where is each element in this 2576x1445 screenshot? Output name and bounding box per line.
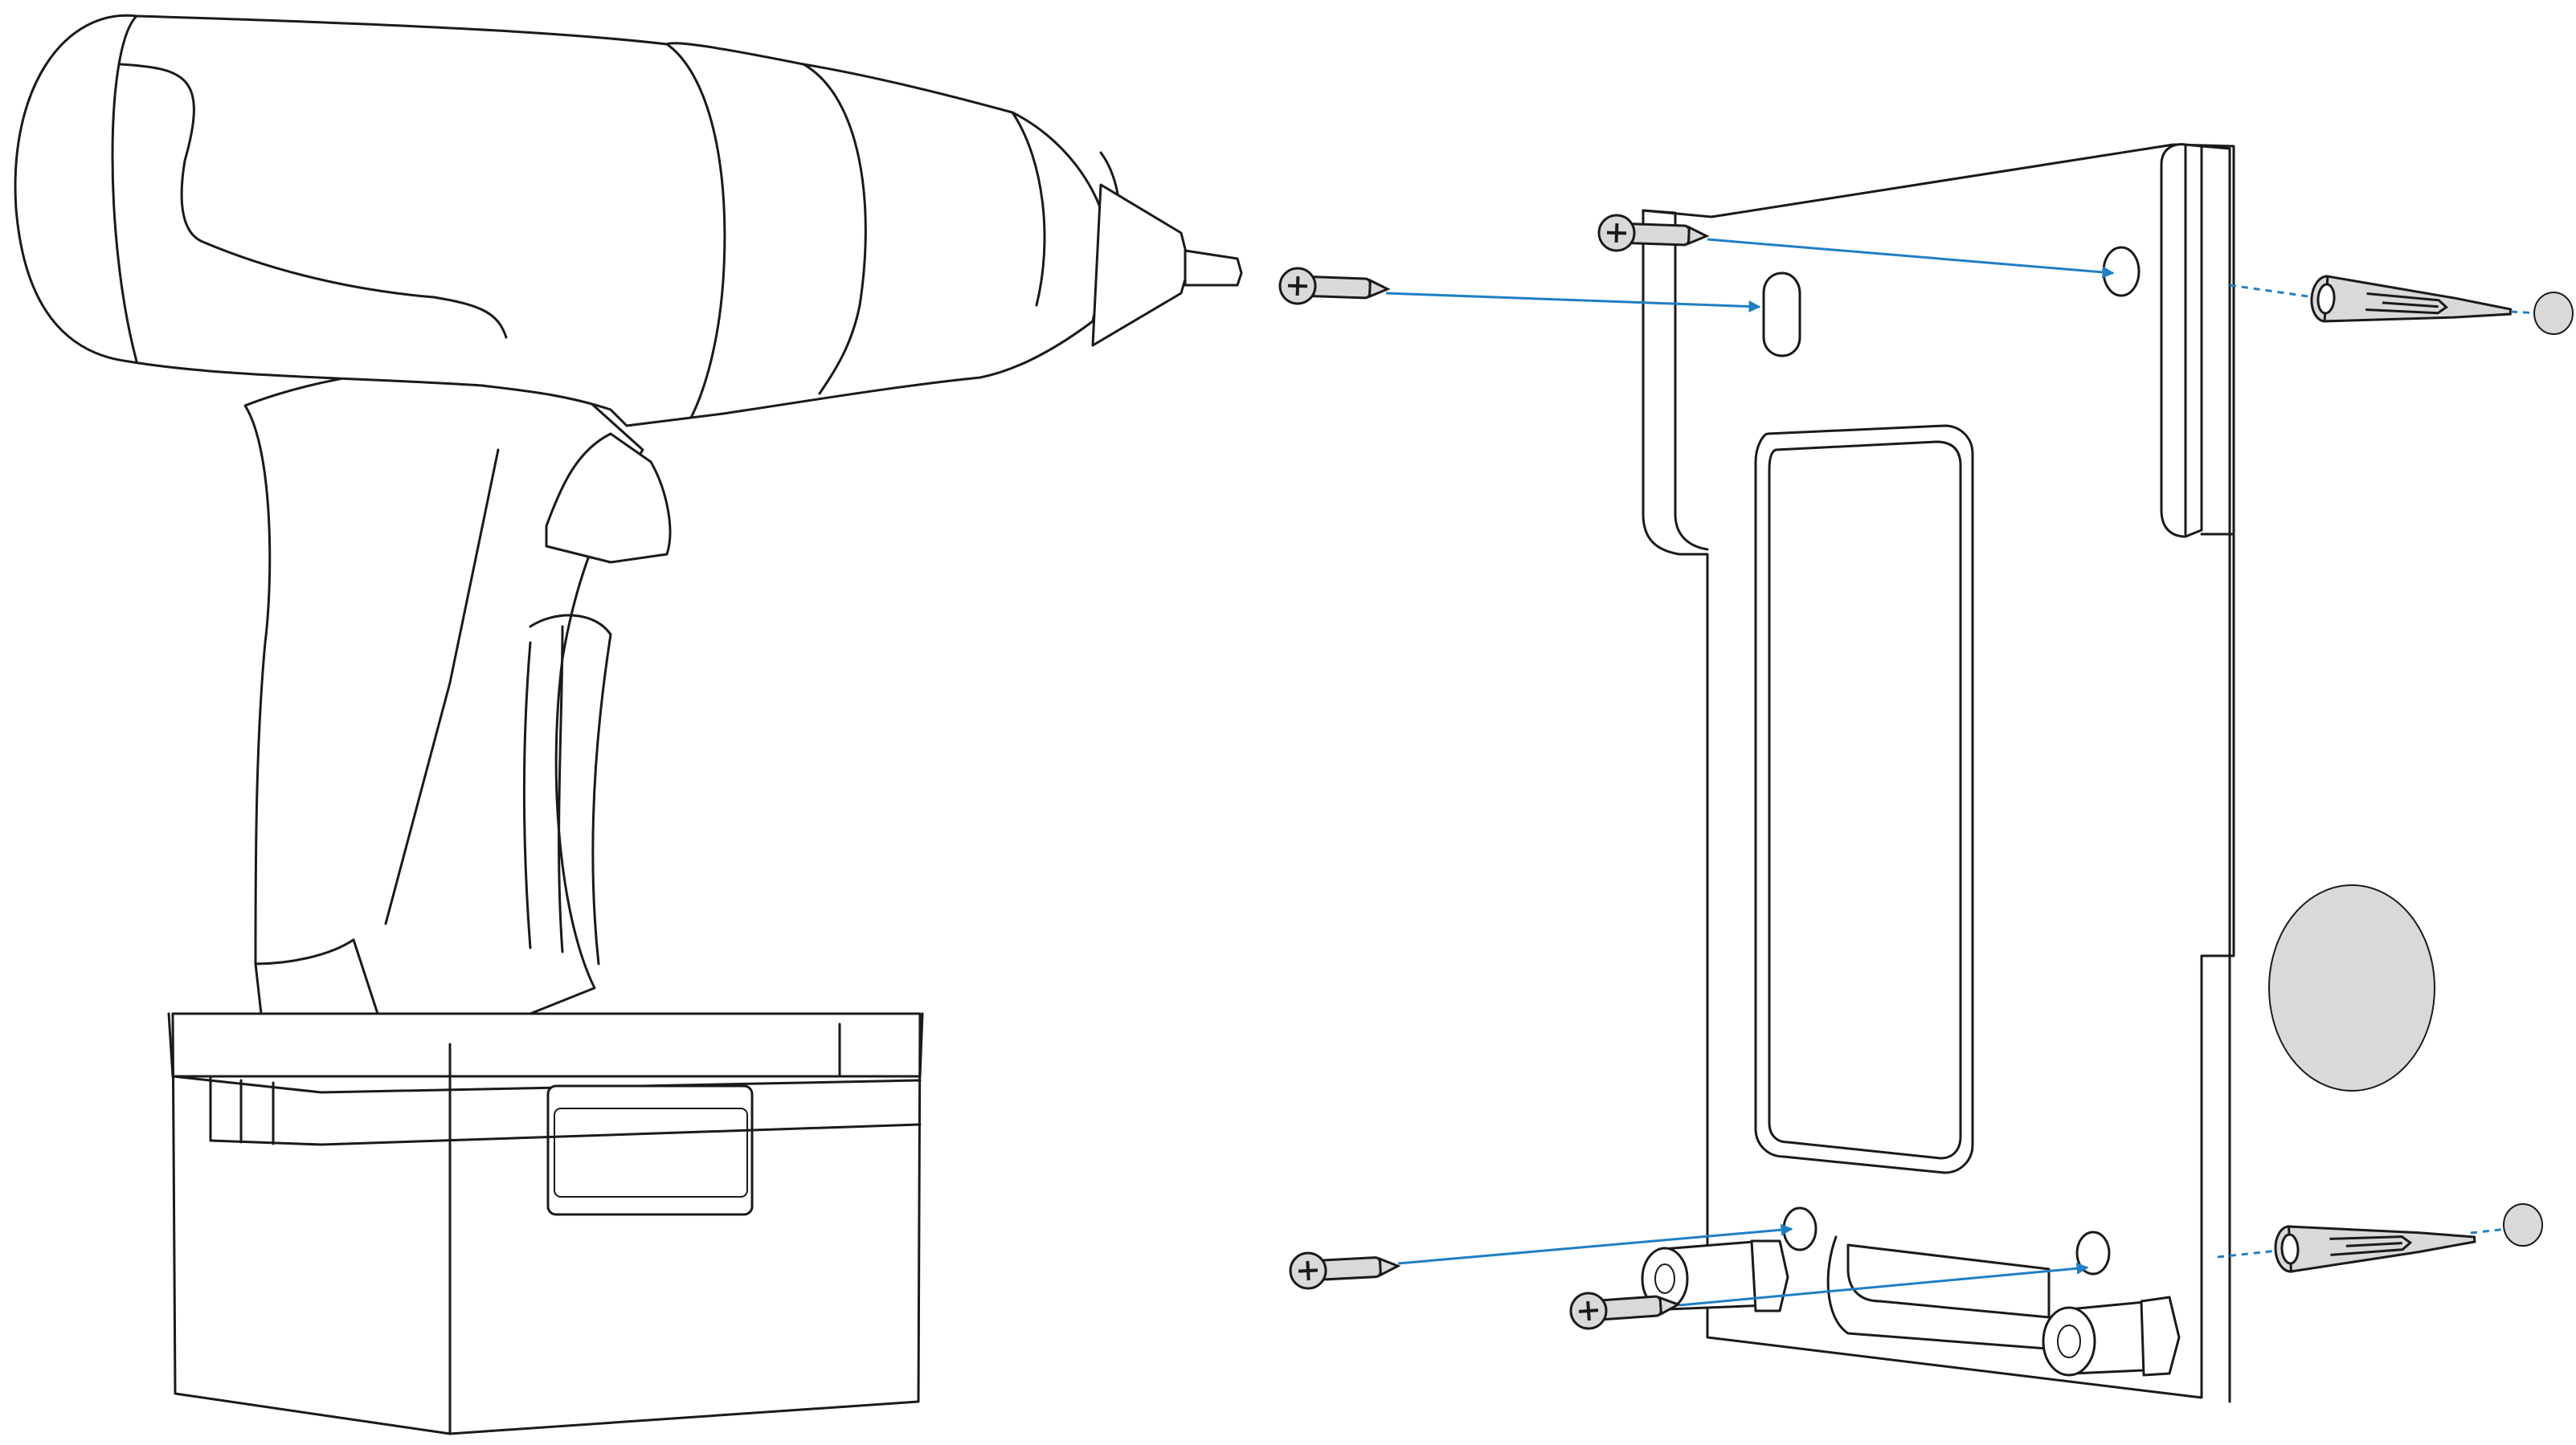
screw-top-left (1279, 267, 1388, 307)
drill-battery-pack (167, 1012, 924, 1435)
arrow-screw-bottom-right (1678, 1262, 2089, 1307)
arrow-screw-bottom-left (1397, 1223, 1793, 1265)
direction-arrows (1385, 238, 2115, 1307)
standoff-left (1641, 1239, 1789, 1312)
standoff-right (2042, 1296, 2181, 1377)
wall-anchor-top (2229, 274, 2574, 336)
wall-anchor-bottom (2217, 1203, 2543, 1274)
wall-mounting-bracket (1641, 143, 2235, 1403)
cordless-drill (14, 14, 1243, 1435)
drill-trigger (545, 432, 672, 564)
wall-cutout (2268, 884, 2435, 1092)
drill-body (14, 14, 1122, 427)
arrow-screw-top-right (1707, 238, 2115, 279)
drill-handle (243, 365, 644, 1015)
drill-chuck (1091, 183, 1243, 347)
screw-bottom-left (1290, 1248, 1399, 1289)
arrow-screw-top-left (1385, 292, 1761, 313)
